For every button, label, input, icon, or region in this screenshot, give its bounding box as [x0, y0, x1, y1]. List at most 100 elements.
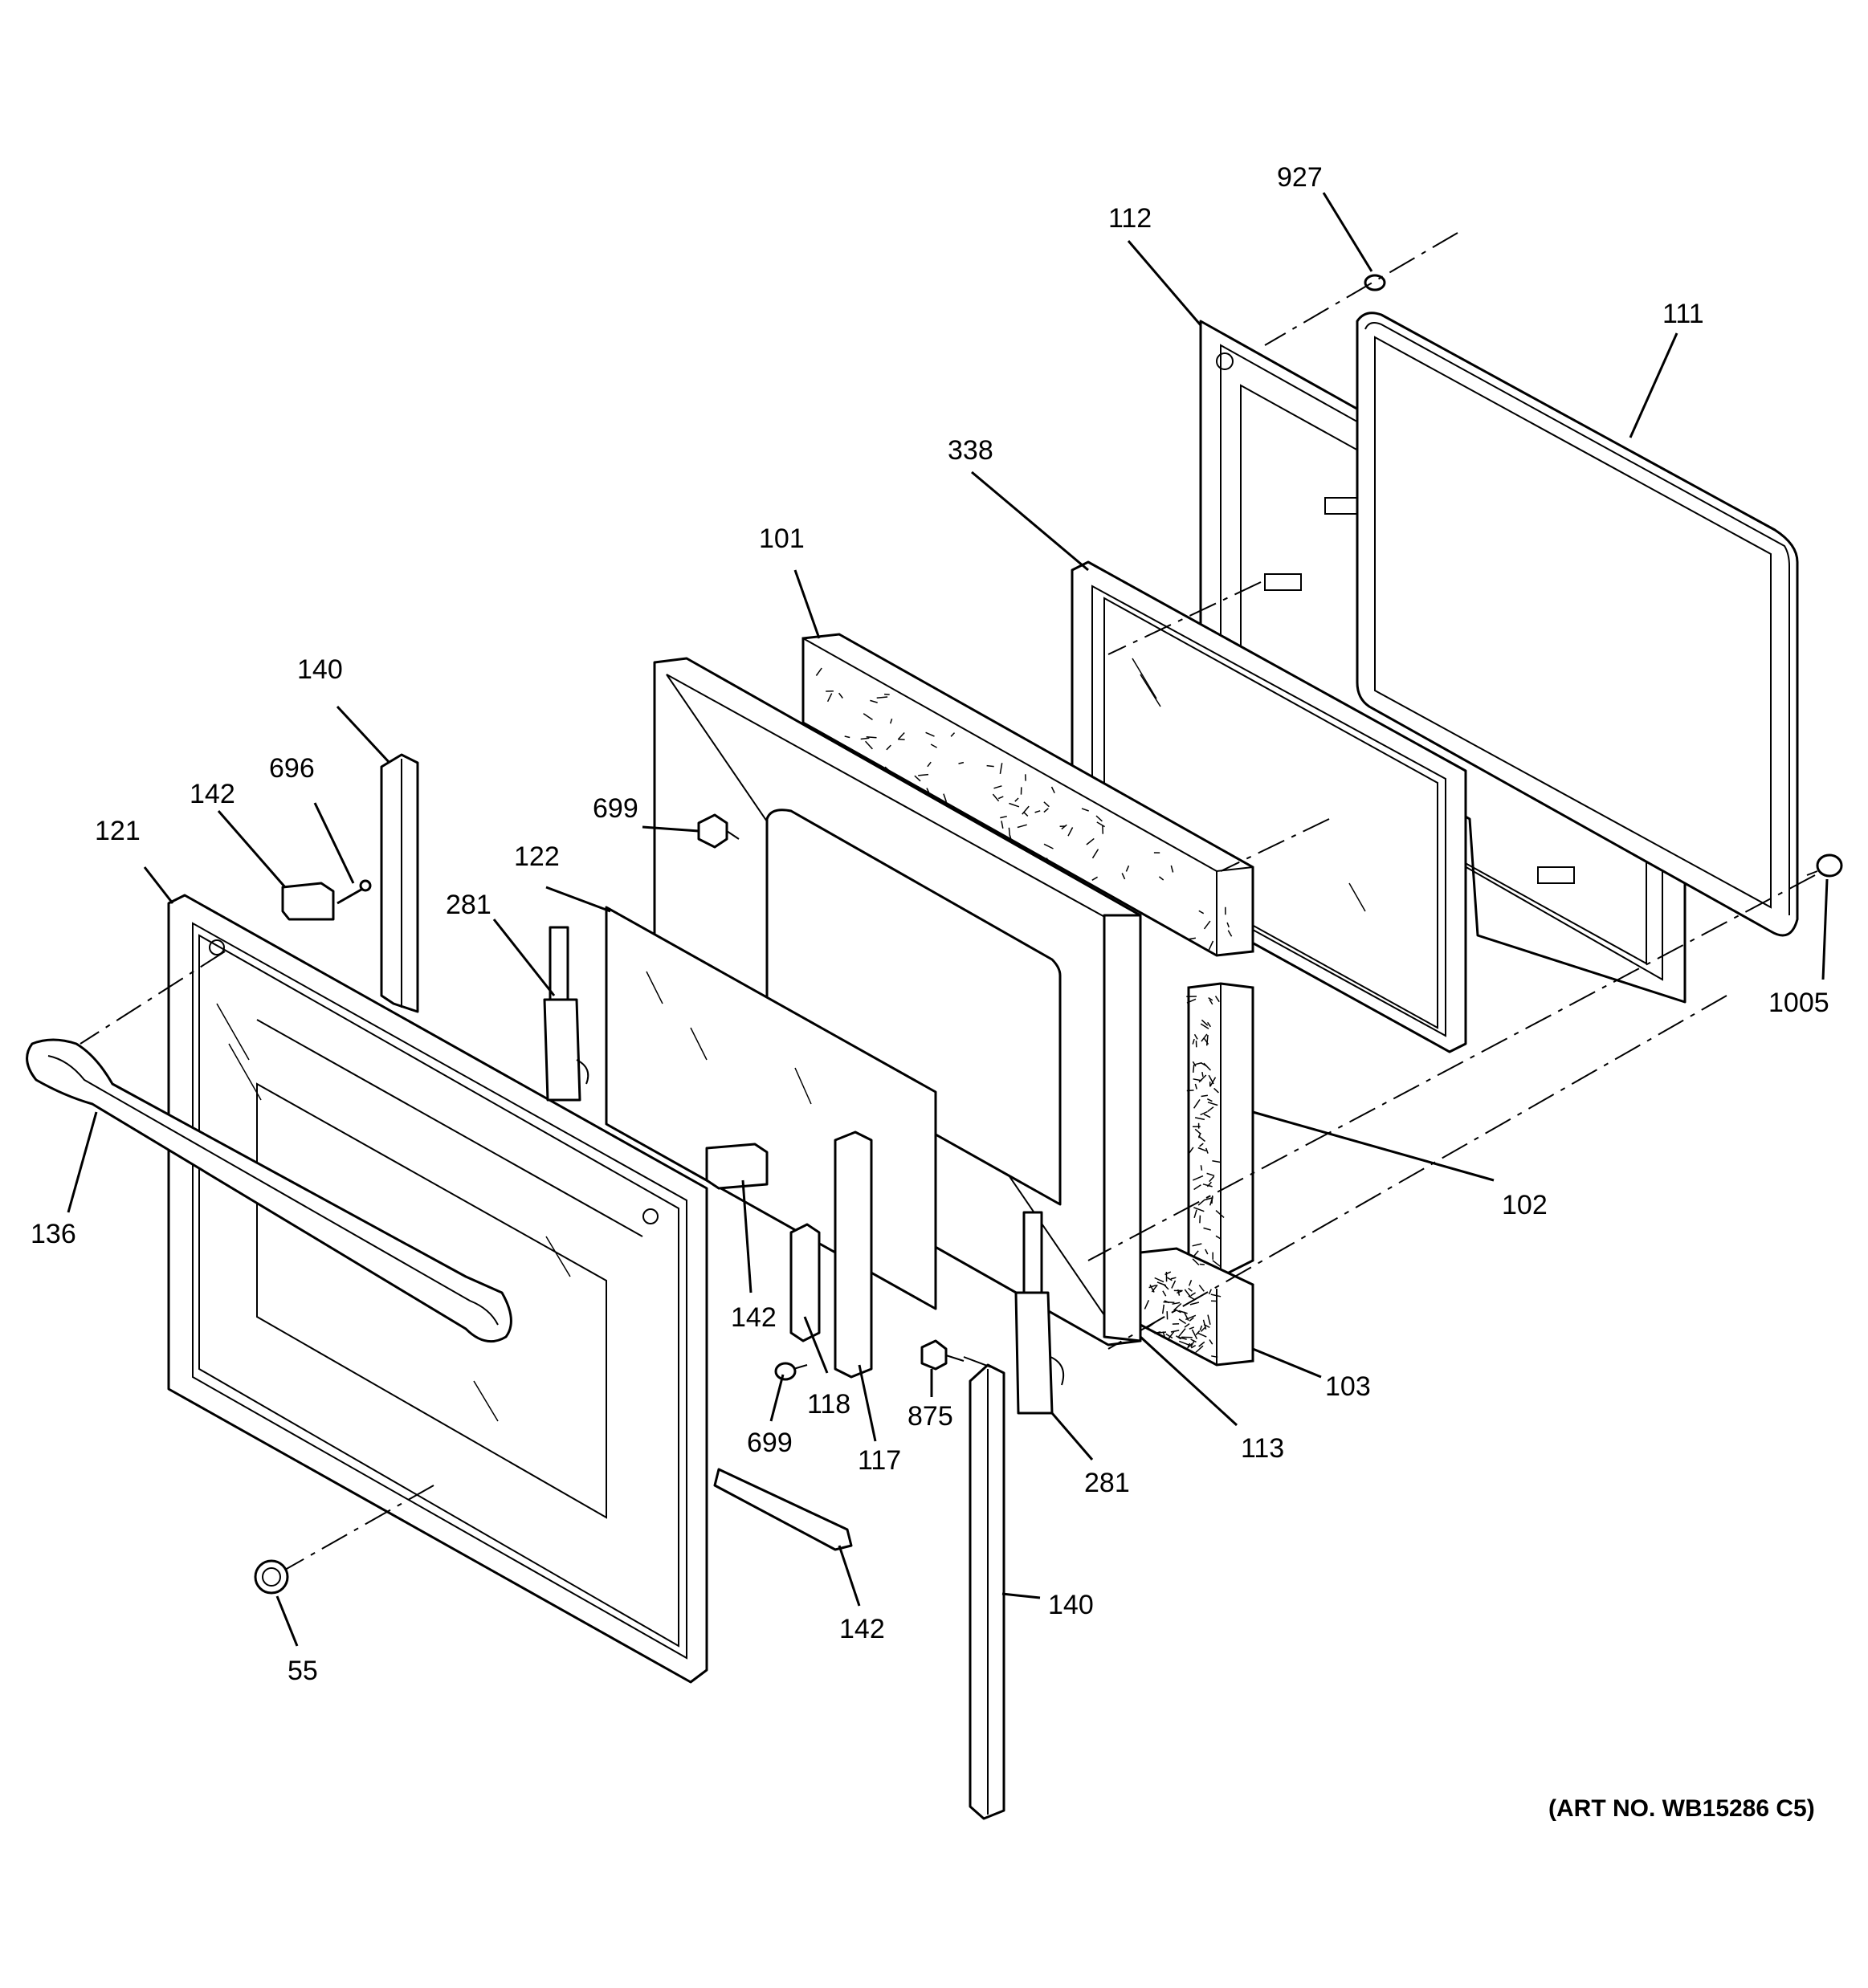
side-trim-140-bottom	[969, 1363, 1005, 1820]
insulation-speck	[866, 735, 877, 739]
insulation-speck	[1165, 1333, 1173, 1339]
insulation-speck	[1200, 1110, 1208, 1116]
insulation-speck	[926, 788, 930, 793]
alignment-lines	[80, 232, 1816, 1570]
insulation-speck	[1171, 1280, 1177, 1289]
label-111: 111	[1662, 299, 1704, 329]
insulation-speck	[1226, 922, 1230, 928]
insulation-speck	[1154, 1330, 1161, 1334]
insulation-speck	[1206, 1021, 1212, 1028]
insulation-speck	[1205, 1249, 1209, 1255]
insulation-speck	[1096, 821, 1105, 828]
hinge-281-right	[1014, 1211, 1065, 1415]
insulation-speck	[1187, 1147, 1194, 1155]
insulation-speck	[1208, 940, 1214, 951]
insulation-speck	[844, 735, 850, 739]
insulation-speck	[1067, 827, 1074, 837]
insulation-speck	[1170, 1277, 1177, 1280]
insulation-speck	[1043, 843, 1054, 849]
channel-117	[834, 1130, 873, 1379]
insulation-speck	[884, 766, 891, 773]
badge-55	[254, 1559, 289, 1595]
insulation-speck	[1177, 1289, 1181, 1296]
label-102: 102	[1502, 1190, 1548, 1220]
insulation-speck	[927, 761, 932, 768]
insulation-speck	[1192, 1061, 1197, 1067]
insulation-speck	[1186, 1090, 1194, 1092]
insulation-speck	[1148, 1284, 1156, 1289]
side-trim-140-top	[380, 753, 419, 1013]
insulation-speck	[1125, 865, 1130, 872]
insulation-speck	[1203, 1062, 1212, 1071]
insulation-speck	[1188, 937, 1197, 940]
insulation-speck	[1198, 910, 1205, 915]
insulation-speck	[1201, 1019, 1209, 1026]
insulation-speck	[1043, 808, 1049, 813]
insulation-speck	[1212, 1160, 1221, 1163]
insulation-speck	[886, 744, 891, 751]
insulation-speck	[1050, 786, 1055, 794]
insulation-speck	[993, 785, 1002, 789]
insulation-speck	[1194, 1083, 1197, 1090]
insulation-speck	[1209, 1175, 1215, 1183]
insulation-speck	[1198, 1341, 1205, 1347]
label-122: 122	[514, 841, 560, 872]
insulation-speck	[1199, 1215, 1201, 1224]
insulation-speck	[1208, 996, 1213, 1001]
insulation-speck	[1190, 1344, 1197, 1349]
insulation-speck	[1193, 1250, 1199, 1257]
insulation-speck	[1200, 1326, 1206, 1332]
channel-118	[789, 1223, 821, 1342]
insulation-speck	[1206, 1172, 1215, 1177]
insulation-speck	[1192, 1243, 1202, 1247]
insulation-speck	[889, 718, 893, 724]
label-1005: 1005	[1768, 988, 1829, 1018]
insulation-speck	[1189, 1302, 1200, 1306]
insulation-speck	[1154, 1277, 1164, 1283]
insulation-speck	[870, 699, 878, 703]
insulation-speck	[1211, 1355, 1218, 1359]
insulation-speck	[1214, 996, 1220, 1003]
insulation-speck	[1163, 1301, 1175, 1304]
insulation-speck	[958, 761, 965, 764]
insulation-speck	[1197, 1132, 1201, 1139]
insulation-speck	[1172, 1302, 1181, 1305]
insulation-speck	[876, 696, 888, 699]
insulation-speck	[1061, 824, 1067, 830]
label-142-top: 142	[190, 779, 235, 809]
insulation-speck	[1212, 1260, 1221, 1267]
screw-699-top	[697, 813, 740, 849]
insulation-102	[1187, 982, 1254, 1278]
label-112: 112	[1108, 203, 1152, 234]
insulation-speck	[1081, 808, 1089, 812]
door-gasket-111	[1356, 312, 1799, 937]
insulation-speck	[925, 731, 935, 737]
insulation-speck	[1202, 1183, 1213, 1188]
insulation-speck	[1149, 1284, 1155, 1293]
leader-lines	[67, 192, 1829, 1647]
insulation-speck	[1202, 1319, 1207, 1330]
screw-875	[920, 1339, 965, 1371]
label-140-bottom: 140	[1048, 1590, 1094, 1620]
insulation-speck	[1156, 1281, 1167, 1286]
label-281-left: 281	[446, 890, 491, 920]
insulation-speck	[1195, 1061, 1202, 1065]
label-140-top: 140	[297, 654, 343, 685]
insulation-speck	[898, 738, 905, 740]
insulation-speck	[1189, 1317, 1194, 1322]
label-136: 136	[31, 1219, 76, 1249]
insulation-speck	[1198, 1074, 1207, 1083]
callout-labels: 927 112 111 338 101 140 696 142 121 699 …	[31, 162, 1829, 1822]
insulation-speck	[1158, 876, 1164, 881]
insulation-speck	[1185, 1314, 1197, 1321]
insulation-speck	[1177, 1290, 1182, 1294]
label-113: 113	[1241, 1433, 1284, 1464]
insulation-speck	[1184, 1323, 1190, 1328]
insulation-speck	[1189, 1280, 1193, 1286]
insulation-speck	[1201, 1094, 1209, 1098]
label-338: 338	[948, 435, 993, 466]
screw-696	[336, 879, 372, 905]
insulation-speck	[826, 693, 833, 703]
insulation-speck	[1187, 1342, 1191, 1349]
